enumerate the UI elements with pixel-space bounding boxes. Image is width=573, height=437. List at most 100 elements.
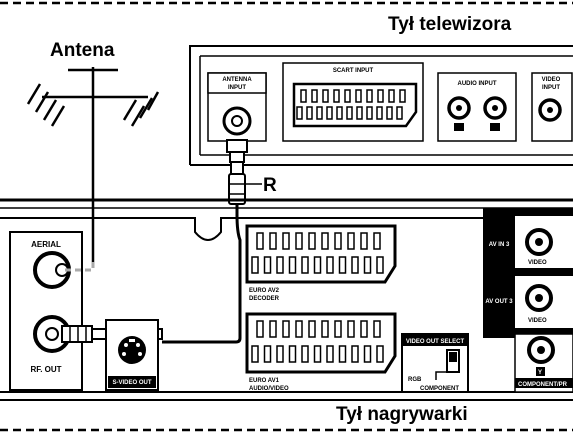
scart-pin [373,232,381,250]
scart-pin [308,320,316,338]
scart-pin [338,256,347,274]
scart-pin [269,320,277,338]
scart-pin [251,345,259,363]
scart-pin [321,232,329,250]
scart-pin [388,89,395,103]
component-label: COMPONENT [420,386,459,392]
scart-pin [316,106,323,120]
video-input-label-2: INPUT [542,85,560,91]
antenna-icon [26,67,160,262]
s-video-out: S-VIDEO OUT [105,319,159,391]
recorder-back-panel: AERIAL RF. OUT S-VIDEO OUT [0,198,573,401]
scart-pin [366,106,373,120]
scart-pin [308,232,316,250]
scart-pin [269,232,277,250]
antenna-title: Antena [50,40,115,61]
scart-pin [347,320,355,338]
video-out-select: VIDEO OUT SELECT RGB COMPONENT [401,333,469,393]
scart-pin [351,345,359,363]
scart-pin [377,89,384,103]
scart-pin [376,345,384,363]
scart-pin [296,106,303,120]
scart-pin [282,320,290,338]
scart-pin [311,89,318,103]
aerial-label: AERIAL [31,240,61,249]
video-label-2: VIDEO [528,318,547,324]
scart-pin [376,256,384,274]
scart-pin [355,89,362,103]
av-in3-label: AV IN 3 [489,242,510,248]
aerial-rf-block: AERIAL RF. OUT [9,231,83,391]
scart-pin [295,320,303,338]
antenna-input-label-2: INPUT [228,85,246,91]
scart-pin [321,320,329,338]
scart-pin [301,345,309,363]
video-out-select-label: VIDEO OUT SELECT [406,339,465,345]
scart-pin [376,106,383,120]
scart-pin [256,320,264,338]
video-input-label-1: VIDEO [542,77,561,83]
euro-av1-label-1: EURO AV1 [249,378,280,384]
video-label-1: VIDEO [528,260,547,266]
euro-av2-scart: EURO AV2 DECODER [245,224,397,302]
antenna-input-label-1: ANTENNA [222,77,252,83]
scart-pin [288,256,297,274]
scart-pin [313,345,322,363]
scart-pin [336,106,343,120]
scart-pin [360,320,368,338]
scart-pin [326,256,334,274]
scart-pin [295,232,303,250]
component-pr-label: COMPONENT/PR [518,382,568,388]
scart-pin [251,256,259,274]
tv-back-title: Tył telewizora [388,14,512,35]
scart-pin [373,320,381,338]
tv-audio-input: AUDIO INPUT [437,72,517,142]
av-out3-label: AV OUT 3 [485,299,513,305]
tv-antenna-input: ANTENNA INPUT [207,72,267,142]
antenna-lead-dashed [62,262,95,272]
s-video-out-label: S-VIDEO OUT [112,380,151,386]
scart-pin [326,106,333,120]
scart-pin [386,106,393,120]
rgb-label: RGB [408,377,422,383]
scart-pin [351,256,359,274]
scart-pin [276,345,284,363]
scart-pin [396,106,403,120]
scart-pin [300,89,307,103]
scart-pin [344,89,351,103]
scart-pin [399,89,406,103]
y-label: Y [538,370,542,376]
tv-video-input: VIDEO INPUT [531,72,573,142]
cable-r-label: R [263,175,277,196]
scart-pin [366,89,373,103]
euro-av1-label-2: AUDIO/VIDEO [249,386,289,392]
scart-pin [288,345,297,363]
scart-pin [363,345,372,363]
scart-pin [346,106,353,120]
scart-pin [333,89,340,103]
euro-av2-label-1: EURO AV2 [249,288,280,294]
scart-pin [313,256,322,274]
scart-input-label: SCART INPUT [333,68,374,74]
scart-pin [334,320,342,338]
rf-cable: R [162,139,277,344]
scart-pin [322,89,329,103]
scart-pin [334,232,342,250]
euro-av1-scart: EURO AV1 AUDIO/VIDEO [245,312,397,392]
scart-pin [256,232,264,250]
scart-pin [276,256,284,274]
rf-out-label: RF. OUT [30,365,61,374]
av-side-panel: AV IN 3 AV OUT 3 VIDEO VIDEO Y COMPONENT… [483,208,573,393]
tv-scart-input: SCART INPUT [282,62,424,142]
tv-back-panel: ANTENNA INPUT SCART INPUT AUDIO INPUT [189,45,573,166]
scart-pin [301,256,309,274]
euro-av2-label-2: DECODER [249,296,280,302]
scart-pin [263,256,272,274]
scart-pin [363,256,372,274]
scart-pin [347,232,355,250]
scart-pin [282,232,290,250]
scart-pin [338,345,347,363]
scart-pin [360,232,368,250]
scart-pin [356,106,363,120]
